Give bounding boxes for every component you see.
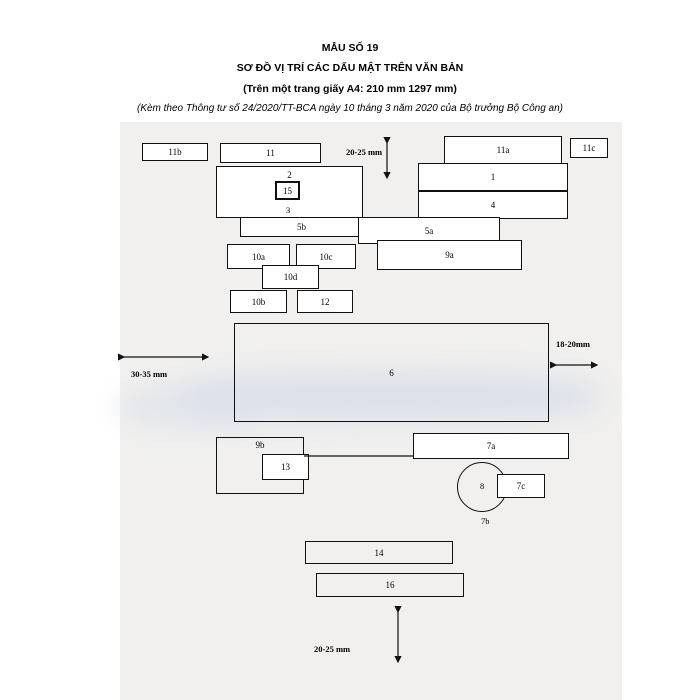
- box-7a: 7a: [413, 433, 569, 459]
- box-6: 6: [234, 323, 549, 422]
- label-7b: 7b: [481, 516, 490, 526]
- box-11: 11: [220, 143, 321, 163]
- label-3: 3: [286, 205, 291, 215]
- box-16: 16: [316, 573, 464, 597]
- box-5b: 5b: [240, 217, 363, 237]
- box-12: 12: [297, 290, 353, 313]
- box-10a: 10a: [227, 244, 290, 269]
- label-8: 8: [480, 481, 485, 491]
- box-14: 14: [305, 541, 453, 564]
- box-10b: 10b: [230, 290, 287, 313]
- margin-bottom-label: 20-25 mm: [314, 644, 351, 654]
- legal-reference: (Kèm theo Thông tư số 24/2020/TT-BCA ngà…: [136, 103, 563, 114]
- document-subtitle: (Trên một trang giấy A4: 210 mm 1297 mm): [243, 83, 457, 95]
- box-15: 15: [275, 181, 300, 200]
- box-10c: 10c: [296, 244, 356, 269]
- box-13: 13: [262, 454, 309, 480]
- box-7c: 7c: [497, 474, 545, 498]
- box-10d: 10d: [262, 265, 319, 289]
- document-title: SƠ ĐỒ VỊ TRÍ CÁC DẤU MẬT TRÊN VĂN BẢN: [236, 62, 464, 74]
- margin-top-label: 20-25 mm: [346, 147, 383, 157]
- box-11c: 11c: [570, 138, 608, 158]
- box-11b: 11b: [142, 143, 208, 161]
- box-1: 1: [418, 163, 568, 191]
- form-number: MẪU SỐ 19: [321, 42, 379, 54]
- margin-left-label: 30-35 mm: [131, 369, 168, 379]
- box-9a: 9a: [377, 240, 522, 270]
- margin-right-label: 18-20mm: [556, 339, 590, 349]
- bleed-through-smudge: [120, 387, 260, 427]
